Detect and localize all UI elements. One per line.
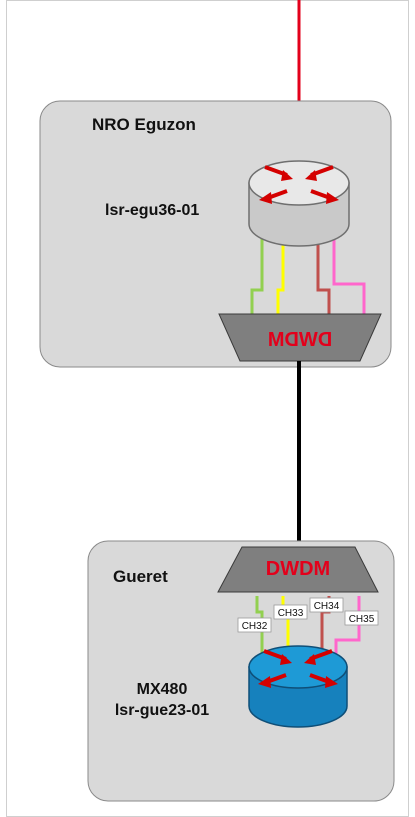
channel-tag-ch35: CH35 [344,610,379,626]
router-icon-gue [248,645,348,728]
svg-text:CH35: CH35 [349,614,375,625]
dwdm-label-top: DWDM [268,329,332,351]
fiber-ch32-bottom [255,596,264,665]
fiber-ch35-top [332,238,366,322]
svg-text:CH34: CH34 [314,601,340,612]
site-title-eguzon: NRO Eguzon [92,115,196,134]
channel-tag-ch34: CH34 [309,597,344,613]
router-icon-egu [248,160,350,247]
dwdm-label-bottom: DWDM [266,558,330,580]
router-label-gue: lsr-gue23-01 [115,702,209,719]
fiber-ch34-top [316,240,331,322]
fiber-ch33-top [276,240,285,322]
router-model-gue: MX480 [137,681,188,698]
fiber-ch32-top [250,238,264,322]
site-title-gueret: Gueret [113,567,168,586]
svg-text:CH32: CH32 [242,621,268,632]
dwdm-mux-bottom [217,546,379,593]
channel-tag-ch33: CH33 [273,604,308,620]
channel-tag-ch32: CH32 [237,617,272,633]
router-label-egu: lsr-egu36-01 [105,202,199,219]
svg-text:CH33: CH33 [278,608,304,619]
dwdm-mux-top [218,313,382,362]
